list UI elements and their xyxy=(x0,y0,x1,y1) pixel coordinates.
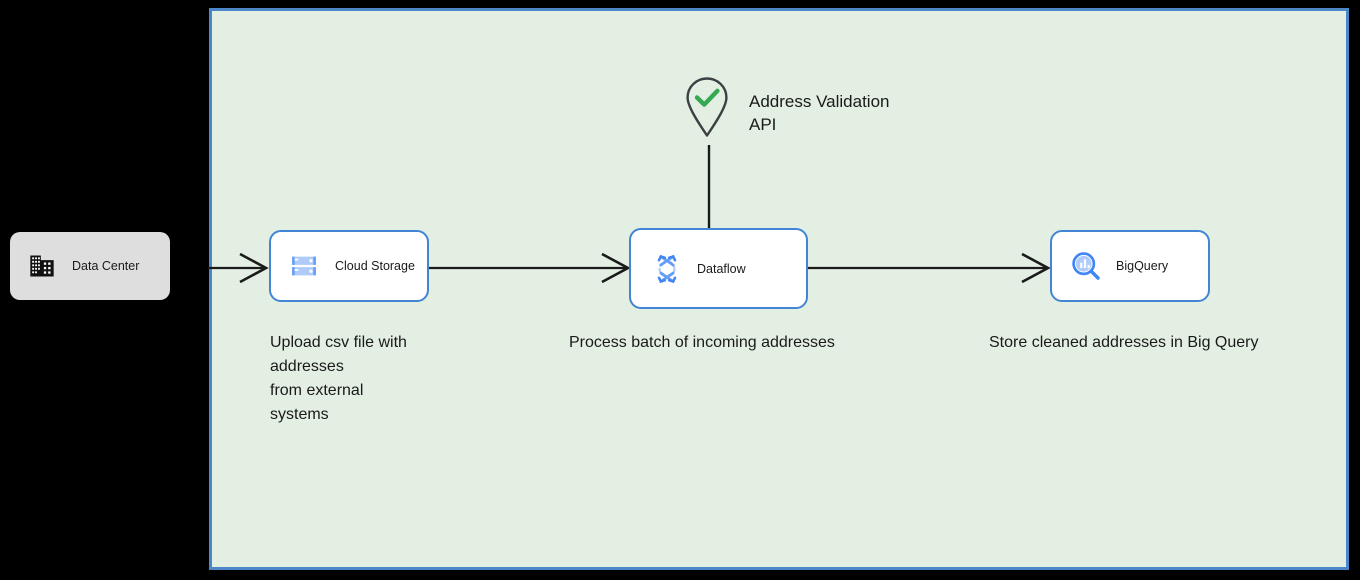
building-icon xyxy=(30,255,54,277)
node-dataflow[interactable]: Dataflow xyxy=(629,228,808,309)
datacenter-label: Data Center xyxy=(72,259,140,273)
caption-cloud-storage: Upload csv file with addresses from exte… xyxy=(270,334,407,423)
bigquery-icon xyxy=(1072,252,1100,280)
node-cloud-storage[interactable]: Cloud Storage xyxy=(269,230,429,302)
cloud-storage-icon xyxy=(292,256,316,276)
caption-bigquery: Store cleaned addresses in Big Query xyxy=(989,334,1259,351)
node-bigquery-label: BigQuery xyxy=(1116,259,1169,273)
node-cloud-storage-label: Cloud Storage xyxy=(335,259,415,273)
caption-dataflow: Process batch of incoming addresses xyxy=(569,334,835,351)
dataflow-icon xyxy=(657,254,677,283)
node-dataflow-label: Dataflow xyxy=(697,261,746,276)
datacenter-node[interactable]: Data Center xyxy=(10,232,170,300)
api-service-label: Address Validation API xyxy=(749,92,890,134)
node-bigquery[interactable]: BigQuery xyxy=(1050,230,1210,302)
map-pin-check-icon[interactable] xyxy=(684,76,730,138)
